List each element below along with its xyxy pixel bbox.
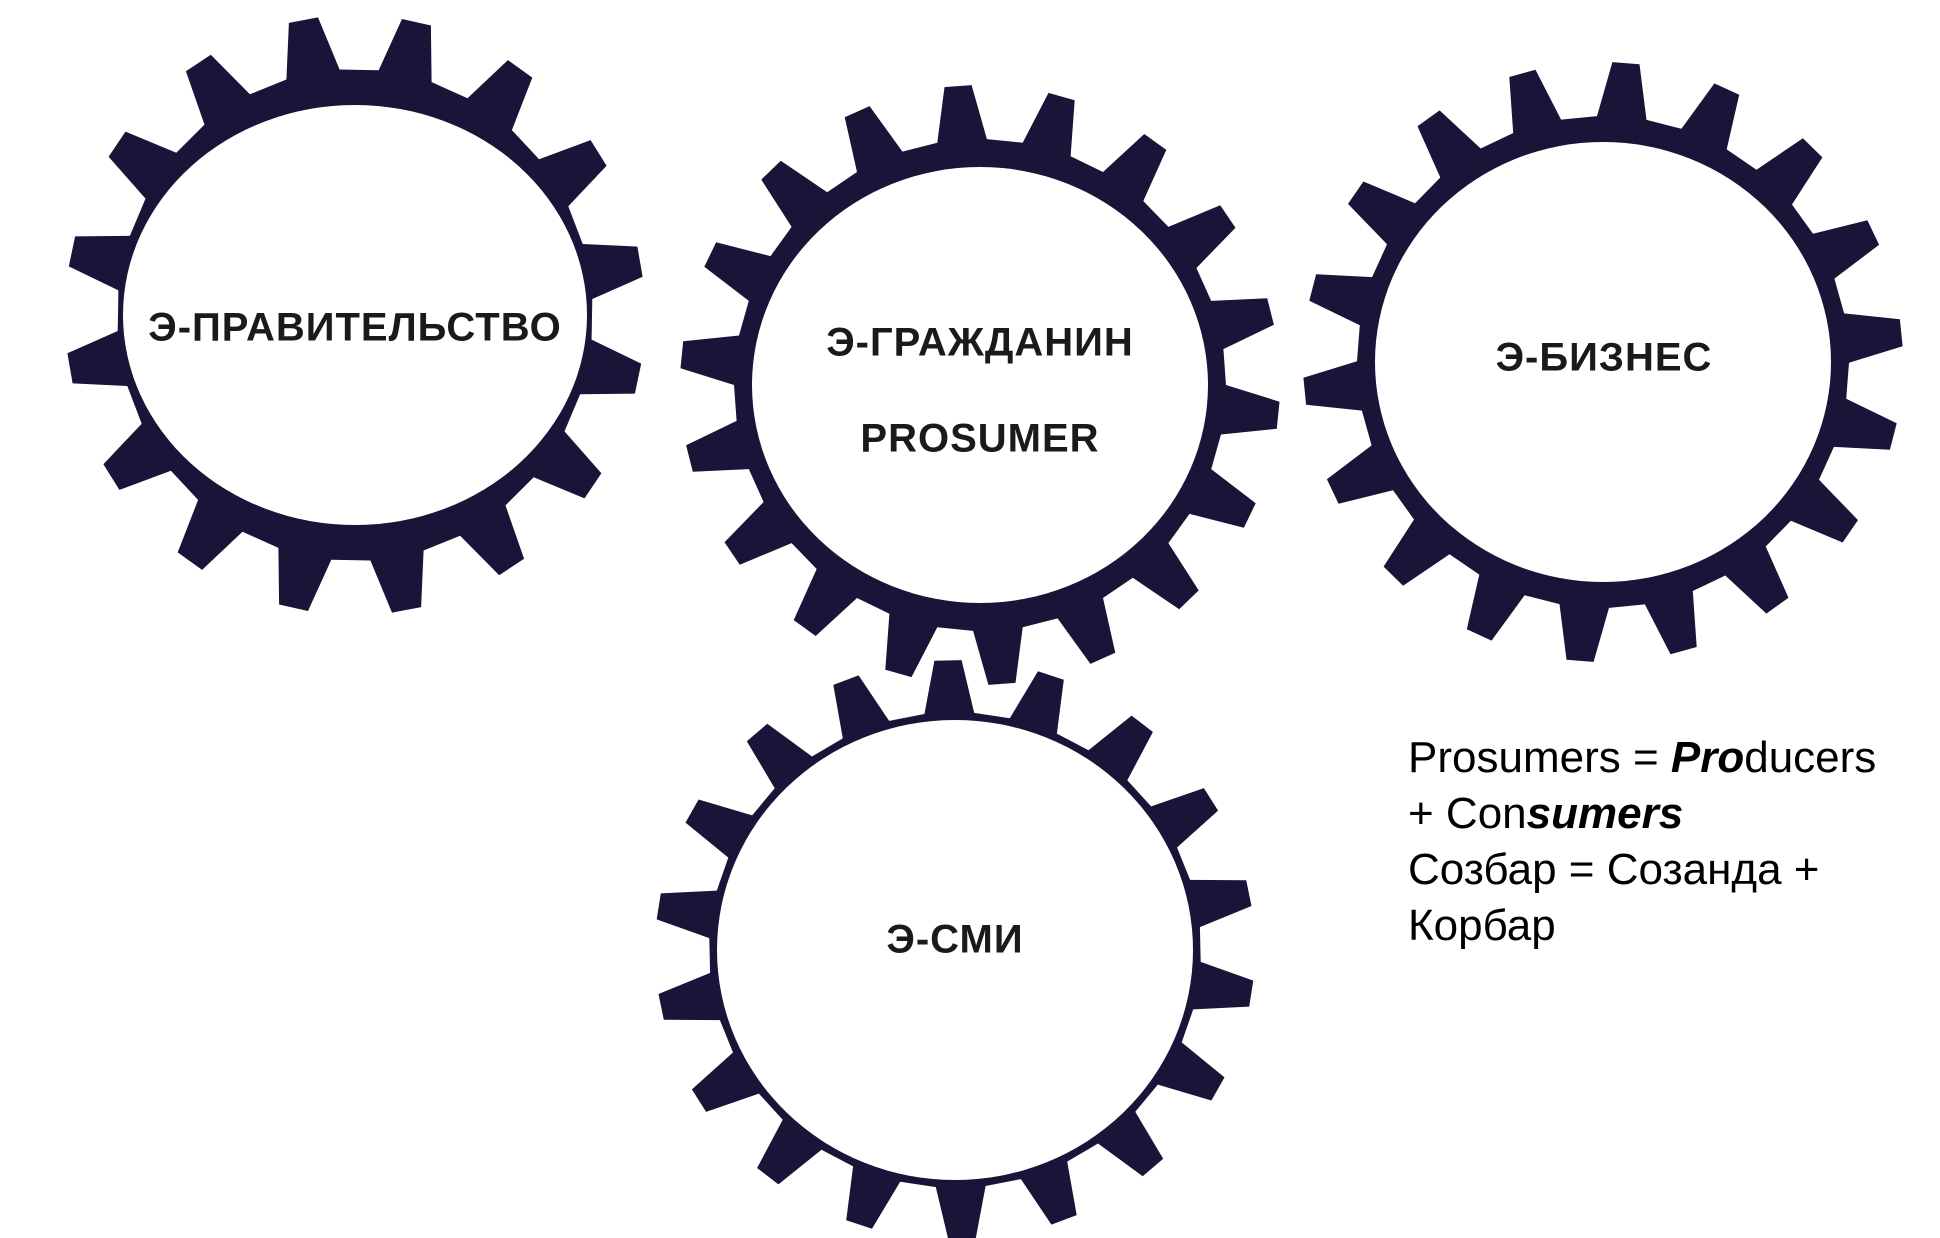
gear-e-business-center: [1375, 142, 1831, 582]
note-line-2-emphasis: sumers: [1526, 789, 1684, 838]
note-line-1-part-a: Prosumers =: [1408, 733, 1671, 782]
label-e-media: Э-СМИ: [886, 917, 1024, 962]
label-e-citizen: Э-ГРАЖДАНИН: [826, 320, 1134, 365]
gear-e-citizen-center: [752, 167, 1208, 603]
label-e-business: Э-БИЗНЕС: [1495, 335, 1713, 380]
gear-e-media-center: [717, 720, 1193, 1180]
note-line-4: Корбар: [1408, 901, 1556, 950]
gear-e-government-center: [123, 105, 587, 525]
label-e-government: Э-ПРАВИТЕЛЬСТВО: [148, 305, 562, 350]
note-line-2-part-a: + Con: [1408, 789, 1527, 838]
note-line-1-emphasis: Pro: [1670, 733, 1745, 782]
label-prosumer: PROSUMER: [860, 416, 1100, 461]
prosumer-note: Prosumers = Producers + Consumers Созбар…: [1408, 730, 1928, 954]
note-line-1: Prosumers = Producers: [1408, 730, 1928, 786]
note-line-2: + Consumers: [1408, 786, 1928, 842]
note-line-1-part-c: ducers: [1744, 733, 1877, 782]
note-line-3: Созбар = Созанда +: [1408, 845, 1820, 894]
